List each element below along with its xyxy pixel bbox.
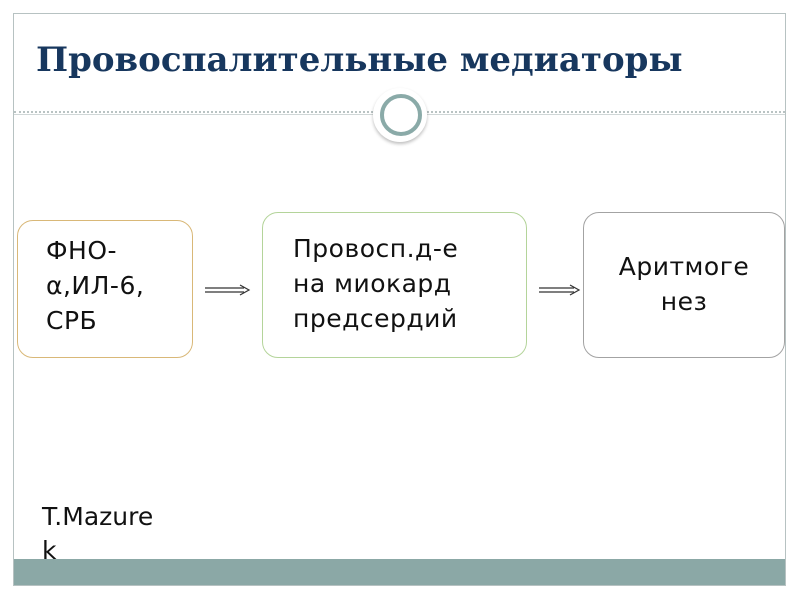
box-2-line-1: Провосп.д-е [293, 234, 459, 263]
author-line-2: k [42, 535, 57, 565]
double-arrow-right-icon [539, 284, 581, 296]
double-arrow-right-icon [205, 284, 251, 296]
diagram-box-myocardial-effect: Провосп.д-е на миокард предсердий [262, 212, 527, 358]
box-2-line-3: предсердий [293, 304, 458, 333]
box-2-line-2: на миокард [293, 269, 452, 298]
box-1-line-3: СРБ [46, 306, 98, 335]
slide-title: Провоспалительные медиаторы [36, 40, 683, 80]
diagram-box-arrhythmogenesis: Аритмоге нез [583, 212, 785, 358]
author-line-1: T.Mazure [42, 502, 154, 531]
diagram-box-inflammatory-markers: ФНО- α,ИЛ-6, СРБ [17, 220, 193, 358]
box-1-line-2: α,ИЛ-6, [46, 271, 145, 300]
box-3-line-2: нез [660, 287, 708, 316]
box-3-line-1: Аритмоге [618, 252, 750, 281]
footer-bar [14, 559, 785, 585]
ring-ornament-icon [380, 94, 422, 136]
box-1-line-1: ФНО- [46, 236, 118, 265]
author-credit: T.Mazure k [42, 500, 153, 568]
